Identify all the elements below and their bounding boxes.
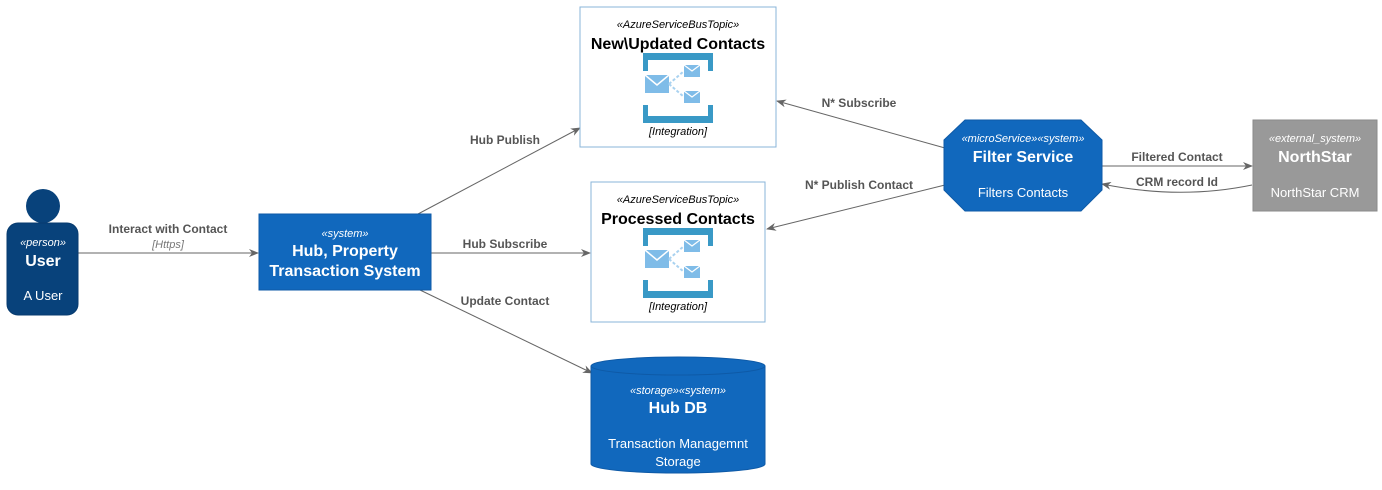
filter-service-description: Filters Contacts xyxy=(978,185,1069,200)
node-processed-contacts-topic[interactable]: «AzureServiceBusTopic» Processed Contact… xyxy=(590,181,766,323)
hub-db-description-line2: Storage xyxy=(655,454,701,469)
node-user[interactable]: «person» User A User xyxy=(6,189,79,316)
node-hub-db[interactable]: «storage»«system» Hub DB Transaction Man… xyxy=(590,356,766,474)
northstar-stereotype: «external_system» xyxy=(1269,133,1361,145)
new-contacts-title: New\Updated Contacts xyxy=(591,36,765,53)
microservice-octagon-shape xyxy=(943,119,1103,212)
edge-label-n-subscribe: N* Subscribe xyxy=(822,96,897,110)
edge-label-update-contact: Update Contact xyxy=(461,294,550,308)
filter-service-title: Filter Service xyxy=(973,149,1074,166)
hub-db-title: Hub DB xyxy=(649,400,708,417)
edge-label-hub-publish: Hub Publish xyxy=(470,133,540,147)
new-contacts-technology: [Integration] xyxy=(648,126,708,138)
node-hub-system[interactable]: «system» Hub, Property Transaction Syste… xyxy=(258,213,432,291)
database-cylinder-icon xyxy=(590,356,766,474)
node-northstar[interactable]: «external_system» NorthStar NorthStar CR… xyxy=(1252,119,1378,212)
hub-title-line2: Transaction System xyxy=(269,263,420,280)
northstar-description: NorthStar CRM xyxy=(1271,185,1360,200)
northstar-title: NorthStar xyxy=(1278,149,1352,166)
edge-tech-https: [Https] xyxy=(151,239,185,251)
edge-n-subscribe: N* Subscribe xyxy=(776,96,946,149)
edge-filtered-contact: Filtered Contact xyxy=(1101,150,1253,170)
node-filter-service[interactable]: «microService»«system» Filter Service Fi… xyxy=(943,119,1103,212)
user-title: User xyxy=(25,253,61,270)
edge-hub-subscribe: Hub Subscribe xyxy=(431,237,591,257)
processed-contacts-stereotype: «AzureServiceBusTopic» xyxy=(617,194,740,206)
node-new-updated-contacts-topic[interactable]: «AzureServiceBusTopic» New\Updated Conta… xyxy=(579,6,777,148)
edge-label-hub-subscribe: Hub Subscribe xyxy=(463,237,548,251)
edge-label-n-publish-contact: N* Publish Contact xyxy=(805,178,913,192)
edge-n-publish-contact: N* Publish Contact xyxy=(766,178,946,231)
filter-service-stereotype: «microService»«system» xyxy=(962,133,1085,145)
person-head-icon xyxy=(26,189,60,223)
user-stereotype: «person» xyxy=(20,237,66,249)
hub-title-line1: Hub, Property xyxy=(292,243,398,260)
processed-contacts-title: Processed Contacts xyxy=(601,211,755,228)
edge-label-crm-record-id: CRM record Id xyxy=(1136,175,1218,189)
edge-label-interact-with-contact: Interact with Contact xyxy=(109,222,228,236)
person-body xyxy=(6,222,79,316)
edge-hub-publish: Hub Publish xyxy=(417,127,581,215)
hub-stereotype: «system» xyxy=(321,228,368,240)
hub-db-stereotype: «storage»«system» xyxy=(630,385,726,397)
edge-label-filtered-contact: Filtered Contact xyxy=(1131,150,1222,164)
edge-crm-record-id: CRM record Id xyxy=(1101,175,1253,193)
new-contacts-stereotype: «AzureServiceBusTopic» xyxy=(617,19,740,31)
hub-db-description-line1: Transaction Managemnt xyxy=(608,436,748,451)
processed-contacts-technology: [Integration] xyxy=(648,301,708,313)
edge-update-contact: Update Contact xyxy=(419,289,593,374)
user-description: A User xyxy=(23,288,63,303)
edge-user-hub: Interact with Contact [Https] xyxy=(78,222,259,257)
